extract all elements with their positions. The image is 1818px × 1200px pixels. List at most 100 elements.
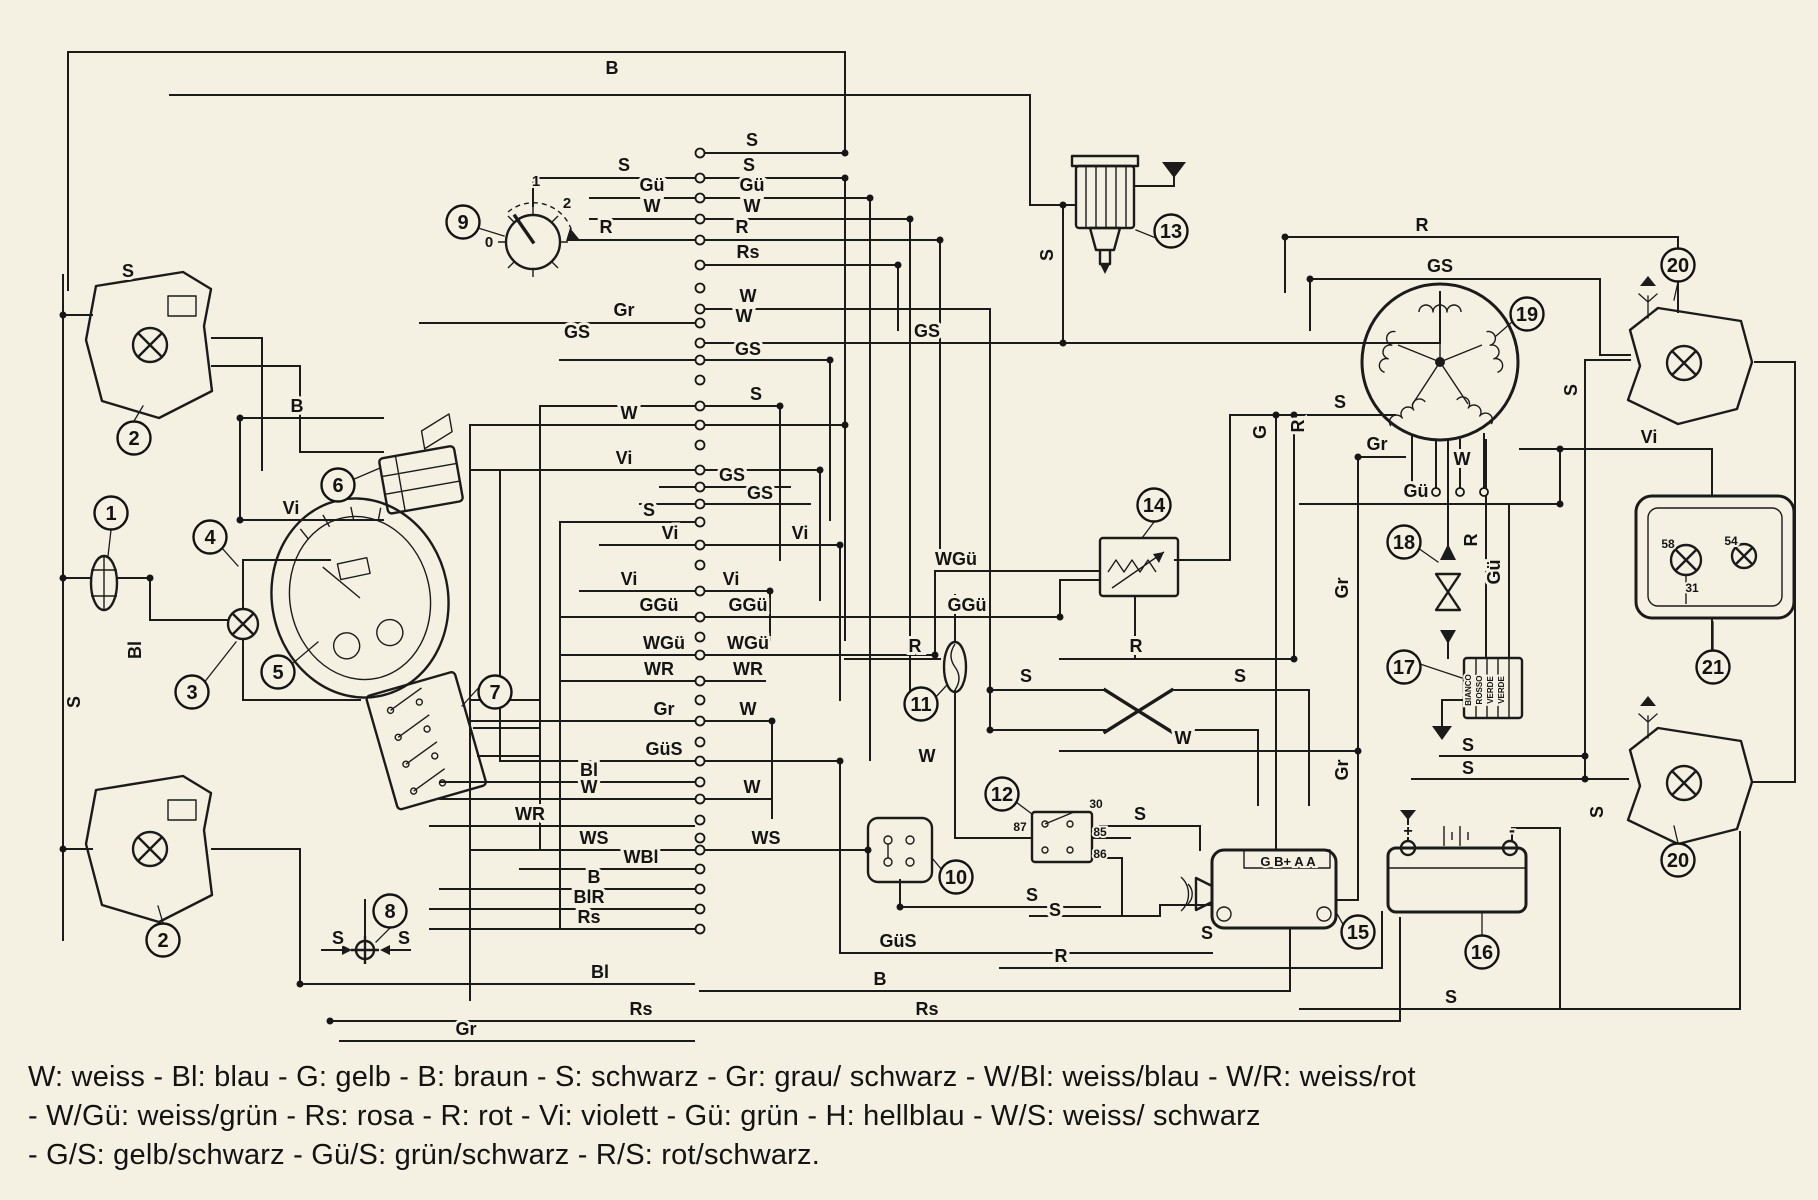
wire-label: W	[736, 306, 753, 326]
wire-label: W	[744, 196, 761, 216]
component-marker-16: 16	[1464, 934, 1500, 970]
svg-text:20: 20	[1667, 850, 1689, 872]
component-marker-11: 11	[903, 686, 939, 722]
svg-text:21: 21	[1702, 657, 1724, 679]
wire-label: GGü	[640, 595, 679, 615]
svg-text:7: 7	[489, 682, 500, 704]
component-marker-21: 21	[1695, 649, 1731, 685]
wire-junction	[836, 757, 844, 765]
component-marker-18: 18	[1386, 524, 1422, 560]
connector-pin	[694, 498, 706, 510]
wire-junction	[59, 574, 67, 582]
wire-label: GS	[719, 465, 745, 485]
component-marker-4: 4	[192, 519, 228, 555]
wire-junction	[146, 574, 154, 582]
component-text: 86	[1093, 847, 1107, 861]
connector-pin	[694, 516, 706, 528]
connector-pin	[694, 649, 706, 661]
wire-label: GS	[735, 339, 761, 359]
wire-label: W	[1175, 728, 1192, 748]
component-text: 54	[1724, 534, 1738, 548]
connector-pin	[694, 631, 706, 643]
svg-text:4: 4	[204, 527, 216, 549]
wire-label: WR	[515, 804, 545, 824]
wire-label: R	[1416, 215, 1429, 235]
magneto-stator	[1360, 282, 1520, 442]
svg-text:6: 6	[332, 475, 343, 497]
svg-text:10: 10	[945, 867, 967, 889]
wire-label: Gr	[613, 300, 634, 320]
wire-label: Vi	[621, 569, 638, 589]
wire-label: WBl	[624, 847, 659, 867]
wire-label: WS	[580, 828, 609, 848]
relay	[1030, 810, 1094, 864]
connector-pin	[694, 213, 706, 225]
connector-pin	[694, 903, 706, 915]
connector-pin	[694, 814, 706, 826]
junction-dots	[59, 149, 1589, 1025]
connector-pin	[694, 539, 706, 551]
wire-junction	[1581, 775, 1589, 783]
connector-pin	[694, 585, 706, 597]
wire-label: W	[644, 196, 661, 216]
wire-label: Bl	[580, 760, 598, 780]
wire-label: S	[1026, 885, 1038, 905]
component-text: VERDE	[1486, 676, 1495, 704]
stator-terminal	[1455, 487, 1465, 497]
wire-label: GGü	[948, 595, 987, 615]
connector-pin	[694, 611, 706, 623]
wire-label: W	[1454, 449, 1471, 469]
connector-pin	[694, 192, 706, 204]
wire-label: BlR	[574, 887, 605, 907]
connector-pin	[694, 439, 706, 451]
wire-junction	[1056, 613, 1064, 621]
component-marker-13: 13	[1153, 213, 1189, 249]
svg-text:17: 17	[1393, 657, 1415, 679]
svg-text:15: 15	[1347, 922, 1369, 944]
wire-junction	[906, 215, 914, 223]
component-text: 31	[1685, 581, 1699, 595]
component-text: VERDE	[1497, 676, 1506, 704]
wire-label: S	[122, 261, 134, 281]
component-marker-10: 10	[938, 859, 974, 895]
connector-pin	[694, 337, 706, 349]
wire-label: Vi	[283, 498, 300, 518]
wire-label: Rs	[577, 907, 600, 927]
wire-network	[62, 51, 1796, 1042]
connector-pin	[694, 282, 706, 294]
wire-label: Bl	[591, 962, 609, 982]
wire-label: S	[1037, 249, 1057, 261]
component-text: 85	[1093, 825, 1107, 839]
connector-pin	[694, 464, 706, 476]
wire-label: GS	[747, 483, 773, 503]
component-marker-20: 20	[1660, 842, 1696, 878]
wire-label: S	[1462, 758, 1474, 778]
legend-line-1: W: weiss - Bl: blau - G: gelb - B: braun…	[28, 1061, 1416, 1093]
connector-pin	[694, 354, 706, 366]
wire-junction	[936, 236, 944, 244]
wire-label: Rs	[736, 242, 759, 262]
wire-label: GS	[564, 322, 590, 342]
wire-label: W	[740, 286, 757, 306]
wire-junction	[1354, 747, 1362, 755]
diode-flasher	[1434, 544, 1462, 644]
wire-label: B	[874, 969, 887, 989]
component-marker-9: 9	[445, 204, 481, 240]
wire-label: S	[398, 928, 410, 948]
wire-junction	[326, 1017, 334, 1025]
component-marker-1: 1	[93, 495, 129, 531]
wire-label: W	[621, 403, 638, 423]
svg-text:2: 2	[157, 930, 168, 952]
wire-label: S	[618, 155, 630, 175]
wire-junction	[864, 846, 872, 854]
wire-junction	[986, 726, 994, 734]
horn-button	[342, 936, 390, 964]
wire-label: Bl	[125, 641, 145, 659]
connector-pin	[694, 172, 706, 184]
wire-junction	[816, 466, 824, 474]
connector-pin	[694, 715, 706, 727]
wire-junction	[1306, 275, 1314, 283]
wire-label: Gr	[1332, 759, 1352, 780]
component-marker-17: 17	[1386, 649, 1422, 685]
